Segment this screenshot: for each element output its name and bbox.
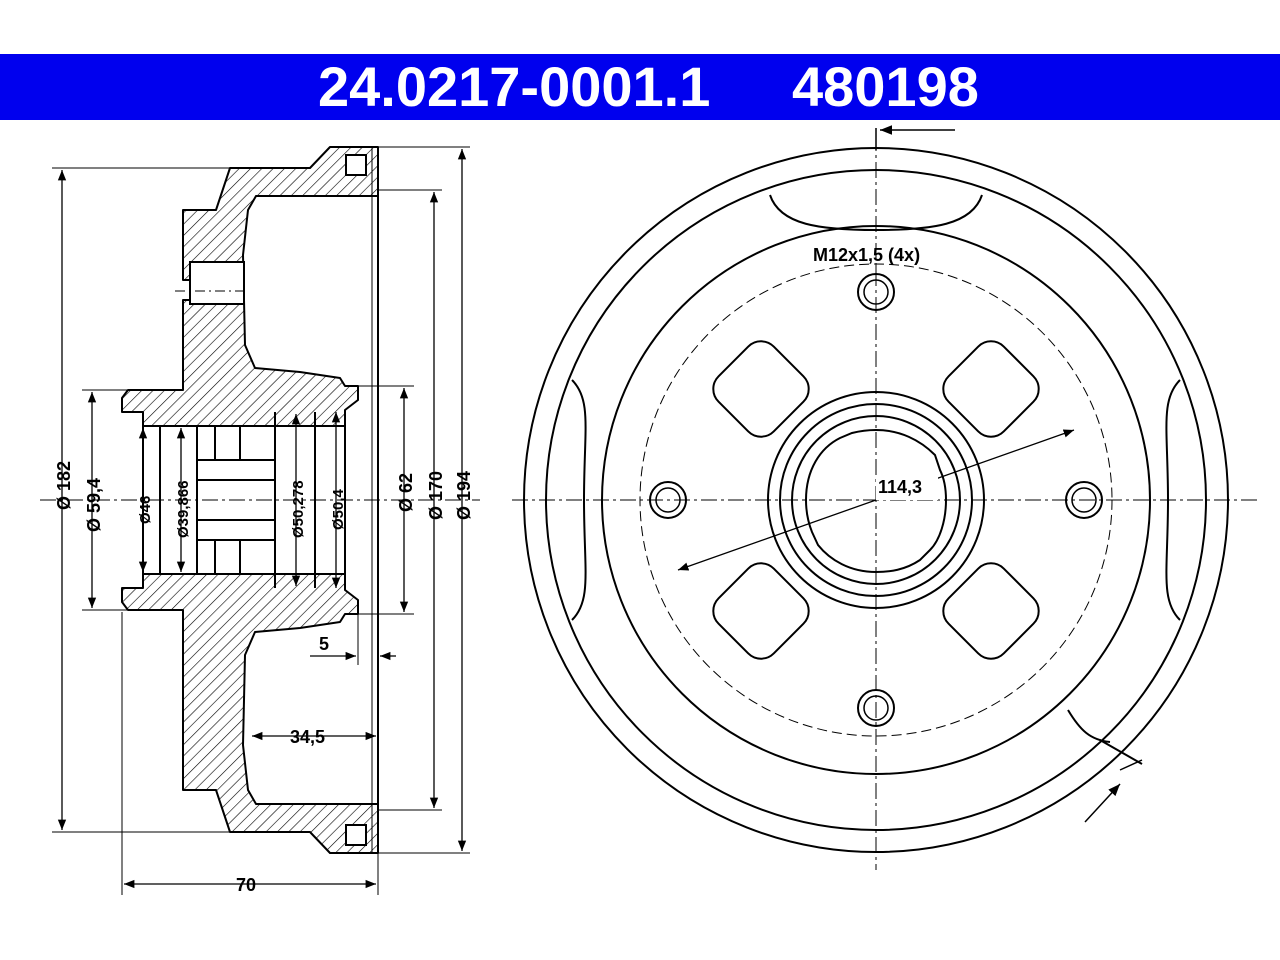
dim-diameter-39-866: Ø39,866	[175, 480, 192, 538]
dim-diameter-170: Ø 170	[426, 471, 446, 520]
reference-number: 480198	[792, 55, 979, 118]
pcd-label: 114,3	[878, 477, 922, 497]
window-bottom-right	[942, 562, 1040, 660]
dim-diameter-50-4: Ø50,4	[330, 488, 347, 530]
dim-diameter-50-278: Ø50,278	[290, 480, 307, 538]
dim-diameter-46: Ø46	[137, 496, 154, 524]
dim-depth-34-5: 34,5	[290, 727, 325, 747]
part-number: 24.0217-0001.1	[318, 55, 711, 118]
window-top-left	[712, 340, 810, 438]
drum-section-bottom	[121, 573, 379, 854]
stud-hole	[189, 261, 245, 305]
side-view: Ø 182 Ø 59,4 Ø46 Ø39,866 Ø50,278 Ø50,4 Ø…	[40, 146, 480, 895]
dim-diameter-59-4: Ø 59,4	[84, 478, 104, 532]
window-top-right	[942, 340, 1040, 438]
title-bar	[0, 54, 1280, 120]
dim-diameter-194: Ø 194	[454, 471, 474, 520]
thread-label: M12x1,5 (4x)	[813, 245, 920, 265]
dim-width-70: 70	[236, 875, 256, 895]
dim-diameter-62: Ø 62	[396, 473, 416, 512]
dim-offset-5: 5	[319, 634, 329, 654]
window-bottom-left	[712, 562, 810, 660]
dim-diameter-182: Ø 182	[54, 461, 74, 510]
drum-section-top	[121, 146, 379, 427]
